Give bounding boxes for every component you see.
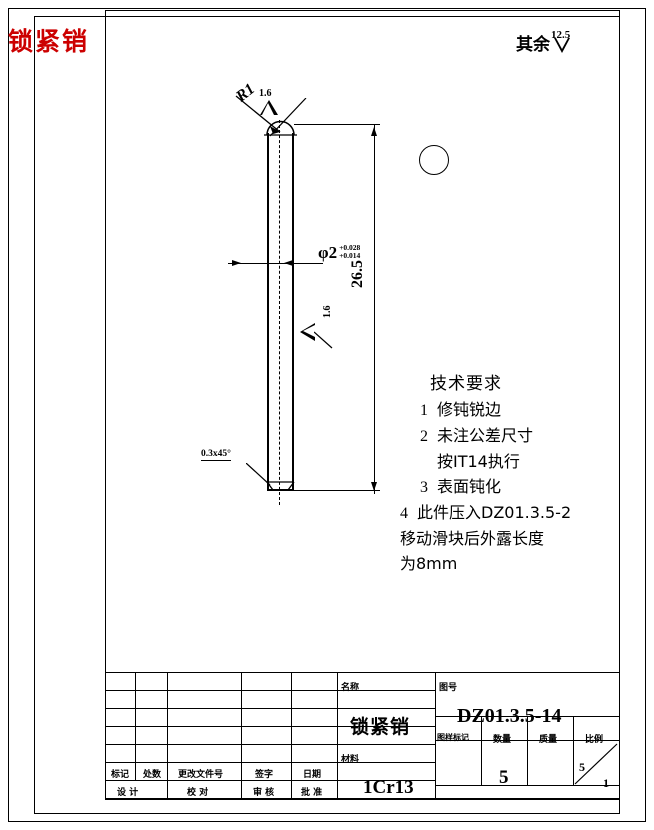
tech-note-2: 2 未注公差尺寸 [420,423,650,449]
tb-attr-qty: 数量 [493,735,512,745]
tb-rev-col4 [291,672,293,780]
tb-rev-col-mark: 标记 [111,770,130,780]
tb-rev-col-sign: 签字 [255,770,274,780]
tb-rev-row1 [105,690,435,692]
length-arrow-top [371,127,377,136]
tech-note-2-text: 未注公差尺寸 [437,426,534,445]
roughness-top-triangle-icon [260,100,278,115]
tb-sign-review: 审 核 [253,788,275,798]
pin-outline-bottom [267,489,294,491]
tb-sign-col2 [241,762,243,799]
tb-rev-col3 [241,672,243,780]
tb-material-label: 材料 [341,755,360,765]
tb-sign-col3 [291,762,293,799]
length-dimension: 26.5 [349,260,366,288]
tb-rev-col-docno: 更改文件号 [178,770,224,780]
diameter-dimension-line [228,263,323,265]
tb-rev-header-rule [105,762,435,764]
tb-attr-col2 [527,716,529,785]
tb-border-top [105,672,620,674]
tech-note-3-num: 3 [420,479,428,496]
tb-name-divider [435,672,437,799]
tech-note-3: 3 表面钝化 [420,474,650,500]
diameter-arrow-left [232,260,241,266]
tb-sign-design: 设 计 [117,788,139,798]
general-roughness-note: 其余12.5 [516,29,586,55]
tb-attr-col1 [481,716,483,785]
roughness-top-value: 1.6 [259,88,272,99]
tb-name-label: 名称 [341,683,360,693]
diameter-arrow-right [284,260,293,266]
tb-rev-col-count: 处数 [143,770,162,780]
tolerance-lower: +0.014 [339,251,361,261]
tolerance-upper: +0.028 [339,242,361,252]
tb-material-value: 1Cr13 [363,777,414,798]
length-arrow-bottom [371,482,377,491]
diameter-dimension: φ2+0.028+0.014 [318,242,361,263]
tech-note-1: 1 修钝锐边 [420,397,650,423]
tb-rev-row3 [105,726,435,728]
drawing-area-border [105,10,620,800]
tech-note-1-text: 修钝锐边 [437,400,502,419]
tb-attr-mass: 质量 [539,735,558,745]
tb-border-right [618,672,620,799]
tb-attr-col3 [573,716,575,785]
tb-border-left [105,672,107,799]
tech-requirements-heading: 技术要求 [430,374,502,394]
title-block: 标记 处数 更改文件号 签字 日期 设 计 校 对 审 核 批 准 名称 锁紧销… [105,672,620,800]
tb-quantity-value: 5 [499,767,509,788]
tb-rev-row2 [105,708,435,710]
tb-attr-bottom-rule [435,785,619,787]
tb-drawing-no-value: DZ01.3.5-14 [457,705,562,727]
roughness-side-triangle-icon [300,323,315,341]
tb-drawing-no-label: 图号 [439,683,458,693]
length-dimension-line [374,124,376,494]
tech-note-2-num: 2 [420,428,428,445]
tb-name-value: 锁紧销 [350,716,411,738]
tb-sign-col1 [167,762,169,799]
pin-outline-right [292,133,294,490]
length-ext-line-bottom [272,490,380,492]
tb-rev-row4 [105,744,435,746]
pin-outline-left [267,133,269,490]
tb-scale-numerator: 5 [579,760,585,774]
tech-note-4: 4 此件压入DZ01.3.5-2 [400,500,650,526]
tb-sign-approve: 批 准 [301,788,323,798]
roughness-side-leader [314,331,333,349]
tech-note-4-cont2: 为8mm [400,554,458,573]
tech-note-3-text: 表面钝化 [437,477,502,496]
pin-centerline [279,120,280,505]
tb-attr-mark: 图样标记 [437,733,469,742]
surface-finish-triangle-icon [554,38,571,53]
diameter-value: φ2 [318,243,338,262]
pin-top-radius [264,120,297,136]
tb-rev-col1 [135,672,137,780]
tech-note-4-cont1: 移动滑块后外露长度 [400,529,545,548]
sheet-outer-border [8,8,646,822]
tb-rev-col2 [167,672,169,780]
end-view-circle [419,145,449,175]
tech-note-1-num: 1 [420,402,428,419]
tech-note-4-num: 4 [400,505,408,522]
tb-sign-check: 校 对 [187,788,209,798]
length-ext-line-top [294,124,380,126]
tb-rev-col-date: 日期 [303,770,322,780]
tb-main-divider [337,672,339,799]
tech-note-2-cont: 按IT14执行 [437,452,520,471]
tb-attr-scale: 比例 [585,735,604,745]
tech-note-4-text: 此件压入DZ01.3.5-2 [417,503,572,522]
tb-scale-denominator: 1 [603,776,609,790]
roughness-top-leader [269,98,307,137]
tb-name-material-rule [337,744,435,746]
roughness-side-value: 1.6 [322,305,333,319]
diameter-tolerance: +0.028+0.014 [339,242,361,261]
tb-border-bottom [105,798,620,800]
general-roughness-label: 其余 [516,35,550,55]
technical-requirements: 技术要求 1 修钝锐边 2 未注公差尺寸 按IT14执行 3 表面钝化 4 此件压入DZ… [400,372,650,576]
chamfer-leader-line [246,463,271,486]
page-title: 锁紧销 [8,27,90,56]
tb-sign-header-rule [105,780,435,782]
chamfer-dimension: 0.3x45° [201,449,231,461]
tb-scale-slash-icon [574,743,618,785]
